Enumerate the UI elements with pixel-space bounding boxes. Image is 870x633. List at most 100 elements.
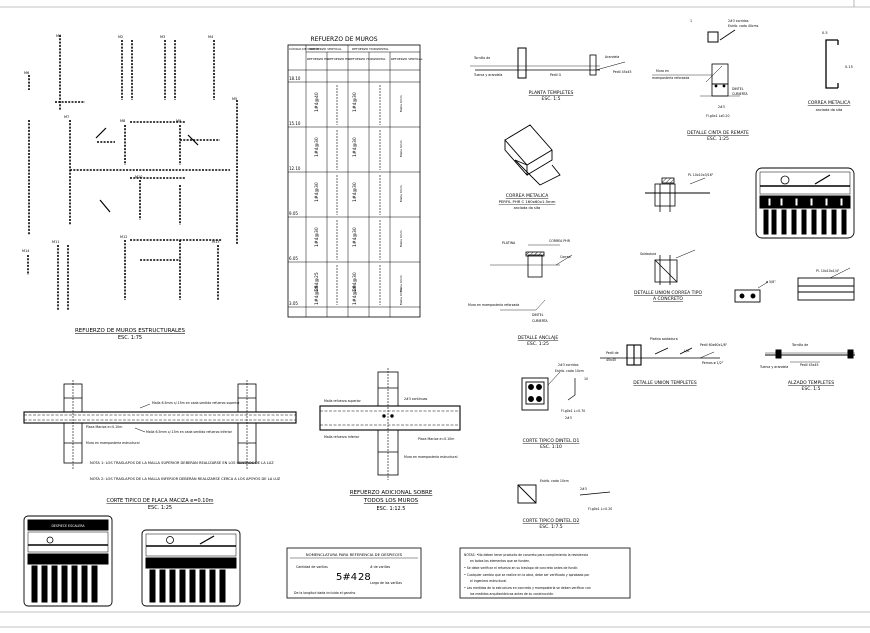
table-cell: 1#4@30 <box>314 182 320 202</box>
column-anchor-detail <box>645 177 710 212</box>
nomenclatura-right-2: Largo de las varillas <box>370 581 402 585</box>
table-title: REFUERZO DE MUROS <box>310 36 377 43</box>
table-level: 12.10 <box>289 166 301 171</box>
correa-c-note: anclada da sita <box>816 108 843 112</box>
svg-text:M8: M8 <box>120 119 125 123</box>
anclaje-tags: PLATINA CORREA PHR Muro en mampostería r… <box>468 239 571 323</box>
walls-title: REFUERZO DE MUROS ESTRUCTURALES <box>75 328 186 334</box>
adicional-scale: ESC. 1:12.5 <box>376 506 405 512</box>
placa-scale: ESC. 1:25 <box>148 505 172 511</box>
svg-text:M7: M7 <box>64 115 69 119</box>
table-cell: Malla 6mm <box>399 288 403 305</box>
correa-3d-title: CORREA METALICA <box>506 193 549 199</box>
walls-scale: ESC. 1:75 <box>118 335 142 341</box>
anclaje-scale: ESC. 1:25 <box>527 341 549 347</box>
table-cell: 1#4@30 <box>314 227 320 247</box>
dintel-d1-title: CORTE TIPICO DINTEL D1 <box>523 438 580 444</box>
table-sub-4: REFUERZO VERTICAL <box>391 57 423 61</box>
notes-line: el ingeniero estructural. <box>470 579 507 583</box>
refuerzo-adicional <box>319 368 461 480</box>
svg-text:Correa: Correa <box>560 255 571 259</box>
nomenclatura-right-1: # de varillas <box>370 565 390 569</box>
union-correa-title: DETALLE UNION CORREA TIPO <box>634 290 702 296</box>
correa-3d-sub2: anclada da sita <box>514 206 541 210</box>
svg-text:M6: M6 <box>24 71 29 75</box>
correa-c-dim: 0.15 <box>845 65 853 69</box>
adicional-malla-sup: Malla refuerzo superior <box>324 399 362 403</box>
table-level: 9.05 <box>289 211 298 216</box>
table-col-wall: CÓDIGO DE MUROS <box>289 46 319 51</box>
table-cell: 1#4@30 <box>314 137 320 157</box>
placa-title: CORTE TIPICO DE PLACA MACIZA e=0.10m <box>106 498 213 504</box>
correa-c-dim: 0.5 <box>822 31 828 35</box>
table-cell: Malla 6mm <box>399 95 403 112</box>
schedule-left-title: DESPIECE ESCALERA <box>51 524 85 528</box>
svg-text:L/G: L/G <box>684 349 690 353</box>
planta-templetes-title: PLANTA TEMPLETES <box>529 90 574 96</box>
svg-text:Platina soldadura: Platina soldadura <box>650 337 678 341</box>
svg-text:Pernos ø 1/2": Pernos ø 1/2" <box>702 361 724 365</box>
svg-text:Fl.g0x1 Lx0.20: Fl.g0x1 Lx0.20 <box>706 114 729 118</box>
placa-malla-sup-label: Malla 6.5mm c/.15m en cada sentido refue… <box>152 401 240 405</box>
table-cell: 1#4@25 <box>314 272 320 292</box>
walls-plan <box>27 35 238 310</box>
nomenclatura-code: 5#4 <box>336 572 357 583</box>
placa-note-2: NOTA 2: LOS TRASLAPOS DE LA MALLA INFERI… <box>90 476 281 481</box>
table-level: 3.05 <box>289 301 298 306</box>
dintel-d2-title: CORTE TIPICO DINTEL D2 <box>523 518 580 524</box>
nomenclatura-title: NOMENCLATURA PARA REFERENCIA DE DESPIECE… <box>306 552 403 557</box>
svg-text:Tuerca y arandela: Tuerca y arandela <box>473 73 502 77</box>
union-templetes <box>600 344 720 366</box>
svg-text:45x45: 45x45 <box>606 358 616 362</box>
adicional-muro: Muro en mampostería estructural <box>404 455 458 459</box>
table-cell: 1#4@30 <box>352 227 358 247</box>
svg-text:M13: M13 <box>212 240 219 244</box>
svg-text:Pedil 45x45: Pedil 45x45 <box>800 363 819 367</box>
anclaje-title: DETALLE ANCLAJE <box>518 335 559 341</box>
svg-text:M9: M9 <box>176 119 181 123</box>
dintel-d1 <box>521 371 576 411</box>
svg-text:M4: M4 <box>208 35 214 39</box>
placa-maciza-section <box>23 380 297 470</box>
svg-text:Pedil G: Pedil G <box>550 73 562 77</box>
cinta-remate <box>652 29 740 97</box>
svg-text:M1: M1 <box>56 34 61 38</box>
notes-line: NOTAS: •No deben tener producto de concr… <box>464 553 588 557</box>
svg-text:M10: M10 <box>135 175 142 179</box>
correa-3d-sub: PERFIL PHR C 160x60x1.5mm <box>499 199 556 204</box>
framed-detail-right <box>755 167 855 239</box>
adicional-malla-inf: Malla refuerzo inferior <box>324 435 360 439</box>
adicional-title: REFUERZO ADICIONAL SOBRE <box>350 490 433 496</box>
dintel-d2 <box>517 484 611 504</box>
table-sub-3: REFUERZO HORIZONTAL <box>349 57 386 61</box>
union-correa-tag: Soldadura <box>640 252 656 256</box>
reinforcement-table: REFUERZO DE MUROS CÓDIGO DE MUROS REFUER… <box>287 36 423 318</box>
table-cell: Malla 6mm <box>399 275 403 292</box>
svg-text:M14: M14 <box>22 249 30 253</box>
table-cell: 1#4@40 <box>314 92 320 112</box>
svg-text:M5: M5 <box>232 97 237 101</box>
table-cell: 1#4@30 <box>352 137 358 157</box>
bolt-plate-tag: ø 5/8" <box>766 280 776 284</box>
svg-text:Estrib. cada 40cms: Estrib. cada 40cms <box>728 24 759 28</box>
placa-tags: Malla 6.5mm c/.15m en cada sentido refue… <box>86 401 240 445</box>
placa-malla-inf-label: Malla 6.5mm c/.15m en cada sentido refue… <box>146 430 233 434</box>
svg-text:Muro en: Muro en <box>656 69 669 73</box>
anclaje-platina-label: PLATINA <box>502 241 516 245</box>
bolt-plate <box>734 281 769 303</box>
svg-text:Arandela: Arandela <box>605 55 619 59</box>
table-cell: 1#4@30 <box>352 272 358 292</box>
table-cell: 1#4@20 <box>352 285 358 305</box>
table-cell: Malla 6mm <box>399 230 403 247</box>
alzado-templetes-title: ALZADO TEMPLETES <box>788 380 834 386</box>
adicional-tags: Malla refuerzo superior Malla refuerzo i… <box>324 397 458 459</box>
anclaje-dintel-tag: CUBIERTA <box>532 319 548 323</box>
table-cell: Malla 6mm <box>399 140 403 157</box>
